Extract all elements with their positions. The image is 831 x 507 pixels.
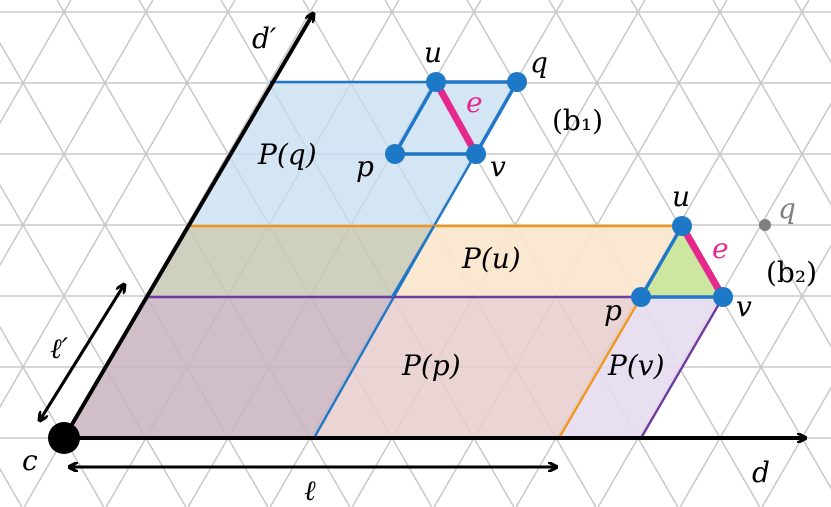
label-d: d [752,456,770,489]
regions [64,82,723,438]
region-P-u [392,226,682,297]
node-q-b1 [507,72,527,92]
label-P-q: P(q) [257,138,317,171]
label-P-u: P(u) [461,242,521,275]
axes [48,14,805,454]
label-q-b2: q [778,192,796,225]
grid-line [794,0,831,64]
grid-line [0,0,72,125]
purple-line-right [639,296,725,439]
node-p-b1 [385,144,405,164]
grid-line [0,325,105,507]
node-p-b2 [631,287,651,307]
edge-up [639,225,684,298]
edge-e-b2 [678,224,727,299]
grid-line [630,0,831,348]
label-v-b1: v [490,150,506,183]
region-P-q [187,82,517,226]
node-u-b2 [672,216,692,236]
grid-line [679,244,831,507]
node-v-b1 [466,144,486,164]
grid-line [0,0,154,267]
blue-inner-diag [390,225,436,298]
grid-line [761,386,831,507]
origin-c [48,422,80,454]
node-q-b2 [759,219,771,231]
triangle-b2-edges [639,224,727,299]
label-ell: ℓ [304,474,316,507]
label-P-v: P(v) [607,349,665,382]
label-u-b2: u [672,180,690,213]
grid-line [0,0,236,409]
label-P-p: P(p) [401,349,461,382]
nodes [385,72,771,307]
label-b1: (b₁) [552,104,603,137]
label-e-b1: e [466,86,483,119]
labels: d′ d c ℓ ℓ′ P(q) P(u) P(p) P(v) (b₁) (b₂… [22,22,817,507]
label-b2: (b₂) [766,256,817,289]
region-mauve [64,297,392,438]
label-q-b1: q [530,46,548,79]
edge-e-b1 [432,80,480,156]
axis-d-prime [62,14,313,440]
region-P-v [559,297,723,438]
region-P-p [314,297,641,438]
label-d-prime: d′ [252,22,277,55]
label-u-b1: u [424,36,442,69]
label-ell-prime: ℓ′ [50,332,69,365]
region-olive [146,226,434,297]
node-v-b2 [713,287,733,307]
ell-prime-arrow-tail [40,284,126,420]
label-c: c [22,444,38,477]
grid-line [712,0,831,206]
orange-line-left [557,296,643,439]
label-p-b2: p [604,294,622,327]
node-u-b1 [426,72,446,92]
label-p-b1: p [356,150,374,183]
label-v-b2: v [736,290,752,323]
triangle-b2 [641,226,723,297]
label-e-b2: e [712,232,729,265]
